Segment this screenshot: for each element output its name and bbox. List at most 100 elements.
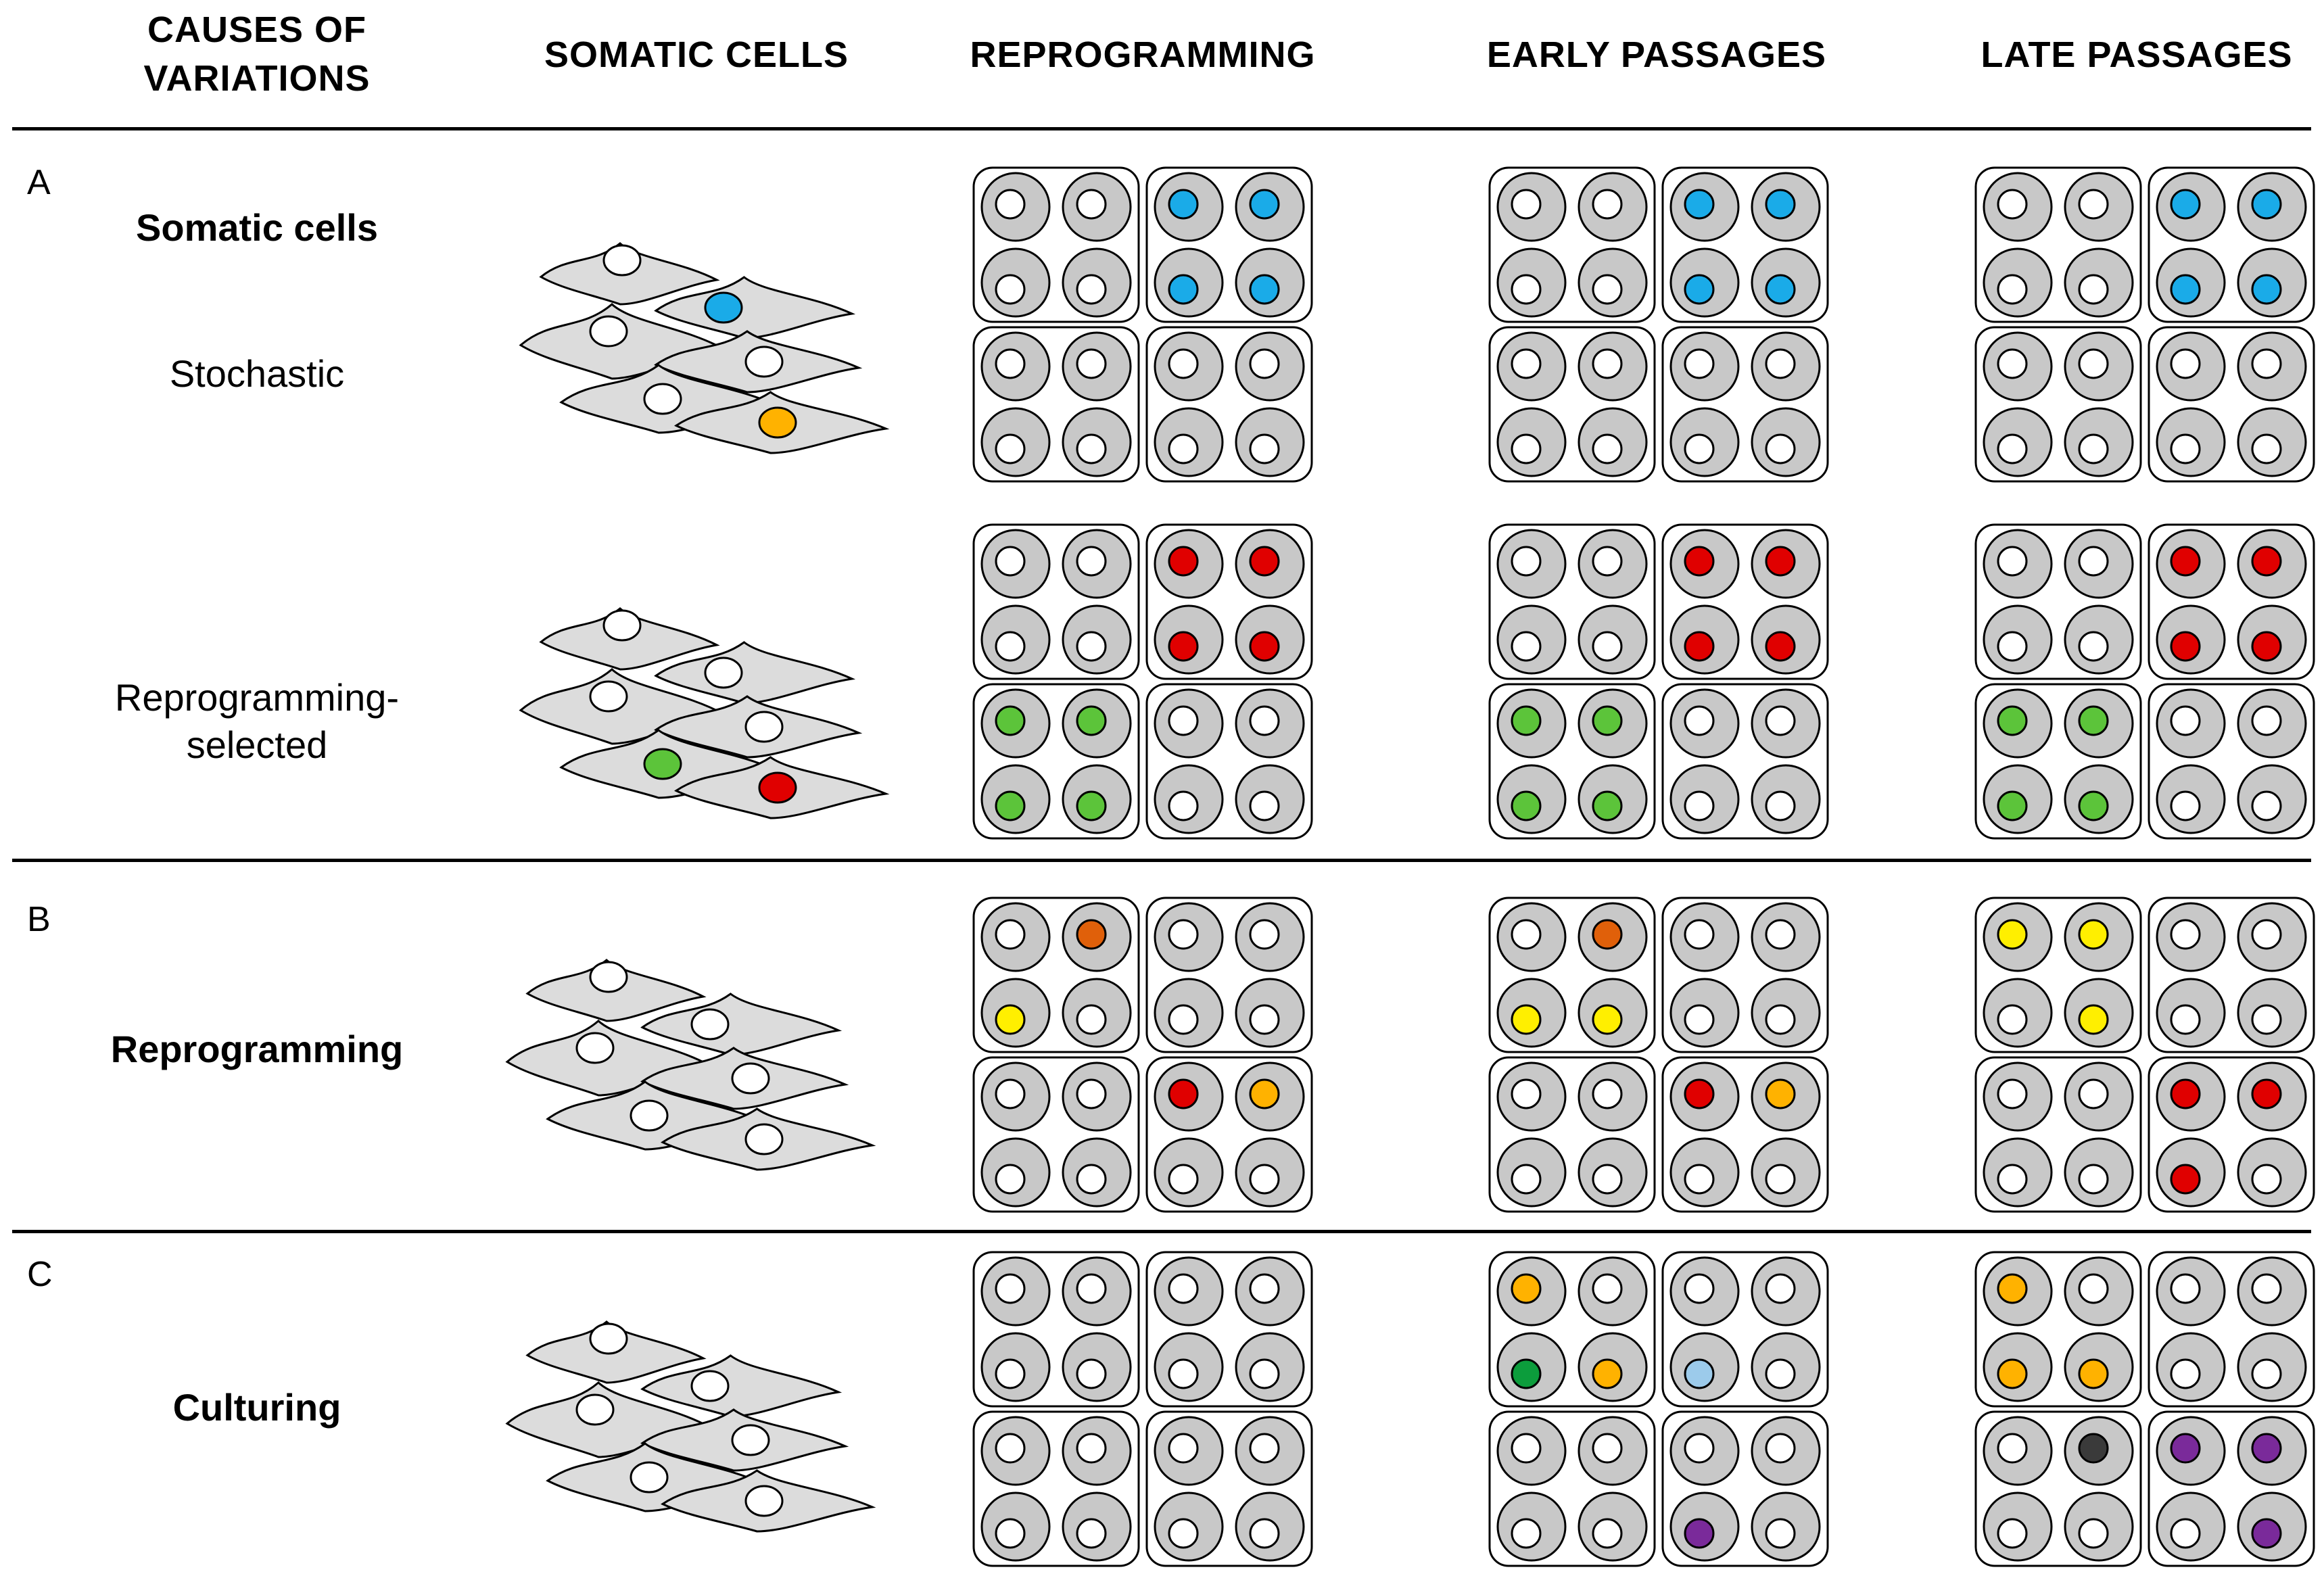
somatic-cell-cluster bbox=[505, 1320, 876, 1533]
cell-nucleus bbox=[690, 1370, 730, 1402]
colony bbox=[2170, 433, 2201, 464]
well-plate bbox=[1145, 523, 1313, 680]
colony bbox=[1997, 433, 2028, 464]
colony bbox=[1997, 631, 2028, 662]
well-plate bbox=[1145, 1056, 1313, 1213]
well-plate bbox=[2148, 326, 2315, 483]
cell-nucleus bbox=[589, 1322, 628, 1355]
well-plate bbox=[1145, 1251, 1313, 1408]
colony bbox=[2170, 1273, 2201, 1304]
colony bbox=[1076, 1358, 1107, 1389]
colony bbox=[2078, 705, 2109, 736]
colony bbox=[1168, 348, 1199, 379]
colony bbox=[2170, 1004, 2201, 1035]
colony bbox=[2251, 348, 2282, 379]
colony bbox=[1168, 546, 1199, 577]
colony bbox=[2170, 1164, 2201, 1195]
colony bbox=[1592, 705, 1623, 736]
colony bbox=[995, 348, 1026, 379]
colony bbox=[2170, 790, 2201, 821]
colony bbox=[2078, 1433, 2109, 1464]
colony bbox=[1076, 274, 1107, 305]
colony bbox=[1997, 1273, 2028, 1304]
cell-nucleus bbox=[575, 1393, 615, 1426]
somatic-cell bbox=[654, 276, 856, 339]
section-divider-bc bbox=[12, 1230, 2311, 1233]
colony bbox=[1076, 433, 1107, 464]
colony bbox=[1765, 546, 1796, 577]
somatic-cell bbox=[640, 1354, 843, 1418]
colony bbox=[1511, 705, 1542, 736]
colony bbox=[1997, 1004, 2028, 1035]
colony bbox=[1997, 919, 2028, 950]
colony bbox=[2170, 919, 2201, 950]
well-plate bbox=[1974, 326, 2142, 483]
colony bbox=[2251, 1004, 2282, 1035]
cell-nucleus bbox=[744, 711, 784, 743]
colony bbox=[1076, 189, 1107, 220]
colony bbox=[2170, 631, 2201, 662]
header-late-passages: LATE PASSAGES bbox=[1981, 34, 2293, 75]
colony bbox=[995, 433, 1026, 464]
colony bbox=[1765, 433, 1796, 464]
well-plate bbox=[2148, 1056, 2315, 1213]
well-plate bbox=[972, 523, 1140, 680]
colony bbox=[1168, 274, 1199, 305]
cell-nucleus bbox=[589, 680, 628, 713]
colony bbox=[995, 1164, 1026, 1195]
colony bbox=[1592, 348, 1623, 379]
well-plate bbox=[1488, 683, 1656, 840]
colony bbox=[2078, 631, 2109, 662]
colony bbox=[2251, 274, 2282, 305]
well-plate bbox=[972, 1410, 1140, 1567]
cell-nucleus bbox=[704, 656, 743, 689]
colony bbox=[1765, 1078, 1796, 1109]
well-plate bbox=[1661, 897, 1829, 1053]
colony bbox=[2078, 1004, 2109, 1035]
colony bbox=[1249, 1518, 1280, 1549]
colony bbox=[1997, 1433, 2028, 1464]
cell-nucleus bbox=[602, 609, 642, 642]
well-plate bbox=[1974, 683, 2142, 840]
cell-nucleus bbox=[589, 315, 628, 348]
well-plate bbox=[972, 326, 1140, 483]
colony bbox=[995, 1078, 1026, 1109]
colony bbox=[995, 1433, 1026, 1464]
colony bbox=[1511, 274, 1542, 305]
colony bbox=[1765, 348, 1796, 379]
colony bbox=[995, 1358, 1026, 1389]
colony bbox=[995, 790, 1026, 821]
colony bbox=[1592, 631, 1623, 662]
header-early-passages: EARLY PASSAGES bbox=[1486, 34, 1827, 75]
colony bbox=[1765, 1273, 1796, 1304]
colony bbox=[2170, 546, 2201, 577]
colony bbox=[2170, 274, 2201, 305]
colony bbox=[1168, 705, 1199, 736]
colony bbox=[1168, 1518, 1199, 1549]
colony bbox=[995, 919, 1026, 950]
colony bbox=[1592, 1164, 1623, 1195]
colony bbox=[1997, 546, 2028, 577]
label-stochastic: Stochastic bbox=[169, 352, 345, 395]
well-plate bbox=[1488, 326, 1656, 483]
colony bbox=[2170, 1078, 2201, 1109]
somatic-cell-cluster bbox=[519, 607, 890, 819]
colony bbox=[1511, 919, 1542, 950]
colony bbox=[1684, 919, 1715, 950]
label-somatic-cells: Somatic cells bbox=[136, 206, 378, 249]
cell-nucleus bbox=[744, 1123, 784, 1155]
colony bbox=[1076, 1273, 1107, 1304]
cell-nucleus bbox=[744, 345, 784, 378]
colony bbox=[1076, 1433, 1107, 1464]
colony bbox=[995, 1518, 1026, 1549]
well-plate bbox=[1661, 1410, 1829, 1567]
colony bbox=[1511, 631, 1542, 662]
section-letter-c: C bbox=[27, 1255, 53, 1294]
well-plate bbox=[2148, 1410, 2315, 1567]
colony bbox=[1249, 274, 1280, 305]
colony bbox=[1249, 546, 1280, 577]
colony bbox=[1511, 348, 1542, 379]
colony bbox=[1997, 1164, 2028, 1195]
colony bbox=[1511, 1004, 1542, 1035]
